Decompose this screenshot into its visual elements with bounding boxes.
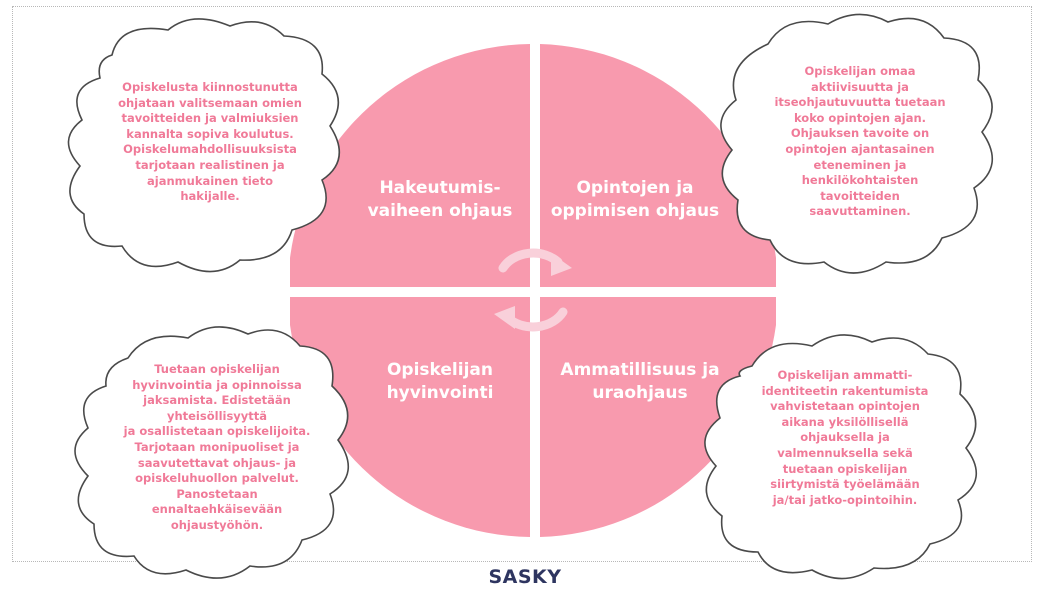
cloud-text-line: vahvistetaan opintojen [770, 399, 920, 414]
cloud-text-ammatillisuus: Opiskelijan ammatti- identiteetin rakent… [730, 368, 960, 508]
sasky-logo: SASKY [488, 566, 562, 588]
cloud-text-line: tavoitteiden ja valmiuksien [121, 111, 299, 126]
cloud-text-hyvinvointi: Tuetaan opiskelijan hyvinvointia ja opin… [102, 362, 332, 534]
quadrant-label-opintojen: Opintojen ja oppimisen ohjaus [540, 170, 730, 230]
cloud-text-line: kannalta sopiva koulutus. [126, 126, 294, 141]
wheel-quadrant-bottom-left [290, 297, 530, 537]
diagram-frame [12, 6, 1032, 562]
cloud-text-line: saavutettavat ohjaus- ja [137, 455, 297, 470]
cloud-text-line: opintojen ajantasainen [785, 141, 935, 156]
cloud-text-hakeutumis: Opiskelusta kiinnostunutta ohjataan vali… [100, 80, 320, 205]
cloud-text-line: ja osallistetaan opiskelijoita. [123, 424, 311, 439]
cloud-text-line: Opiskelumahdollisuuksista [123, 142, 297, 157]
cloud-text-line: Opiskelusta kiinnostunutta [122, 80, 298, 94]
quadrant-label-line: Opiskelijan [386, 360, 493, 380]
cloud-text-line: identiteetin rakentumista [761, 383, 929, 398]
cloud-text-line: ajanmukainen tieto [147, 173, 273, 188]
cloud-bottom-left [74, 326, 350, 579]
wheel-quadrant-top-left [290, 44, 530, 287]
cloud-text-line: Panostetaan [176, 486, 258, 501]
cloud-text-line: Tuetaan opiskelijan [154, 362, 280, 376]
cloud-text-line: aktiivisuutta ja [811, 79, 909, 94]
quadrant-label-line: uraohjaus [592, 383, 688, 403]
cloud-text-line: siirtymistä työelämään [770, 477, 920, 492]
cloud-text-line: yhteisöllisyyttä [166, 408, 268, 423]
cloud-text-line: valmennuksella sekä [777, 445, 913, 460]
quadrant-label-line: vaiheen ohjaus [367, 201, 513, 221]
cloud-text-line: hyvinvointia ja opinnoissa [132, 377, 302, 392]
cloud-text-line: saavuttaminen. [809, 204, 911, 219]
cloud-text-line: henkilökohtaisten [801, 173, 919, 188]
wheel-quadrant-top-right [540, 44, 776, 287]
cloud-text-line: Ohjauksen tavoite on [790, 126, 930, 141]
cloud-text-line: eteneminen ja [813, 157, 907, 172]
cloud-text-line: itseohjautuvuutta tuetaan [774, 95, 946, 110]
cloud-text-line: aikana yksilöllisellä [781, 414, 909, 429]
quadrant-label-hyvinvointi: Opiskelijan hyvinvointi [350, 352, 530, 412]
cloud-text-line: Tarjotaan monipuoliset ja [134, 439, 300, 454]
cloud-text-line: ja/tai jatko-opintoihin. [772, 492, 918, 507]
cloud-text-line: Opiskelijan omaa [804, 64, 916, 78]
cloud-text-line: ennaltaehkäisevään [151, 502, 283, 517]
quadrant-label-line: Opintojen ja [576, 178, 694, 198]
quadrant-label-hakeutumis: Hakeutumis- vaiheen ohjaus [350, 170, 530, 230]
cloud-text-line: ohjauksella ja [800, 430, 890, 445]
cloud-top-right [720, 13, 994, 274]
cloud-text-line: opiskeluhuollon palvelut. [135, 471, 299, 486]
cloud-text-line: ohjataan valitsemaan omien [118, 95, 302, 110]
cloud-text-line: tuetaan opiskelijan [782, 461, 908, 476]
cloud-top-left [67, 18, 341, 273]
cloud-text-line: koko opintojen ajan. [793, 110, 927, 125]
wheel-quadrant-bottom-right [540, 297, 776, 537]
quadrant-label-line: Hakeutumis- [379, 178, 501, 198]
cloud-text-line: tarjotaan realistinen ja [135, 157, 285, 172]
cycle-arrowheads [494, 253, 572, 329]
quadrant-label-line: oppimisen ohjaus [550, 201, 720, 221]
clouds [67, 13, 994, 580]
cloud-text-opintojen: Opiskelijan omaa aktiivisuutta ja itseoh… [750, 64, 970, 220]
cloud-text-line: Opiskelijan ammatti- [777, 368, 913, 382]
cloud-text-line: tavoitteiden [820, 188, 900, 203]
cloud-text-line: jaksamista. Edistetään [143, 393, 291, 408]
cloud-bottom-right [704, 334, 978, 580]
cloud-text-line: ohjaustyöhön. [170, 517, 264, 532]
wheel [290, 44, 776, 537]
quadrant-label-ammatillisuus: Ammatillisuus ja uraohjaus [540, 352, 740, 412]
cloud-text-line: hakijalle. [180, 189, 240, 204]
quadrant-label-line: hyvinvointi [386, 383, 494, 403]
quadrant-label-line: Ammatillisuus ja [560, 360, 720, 380]
